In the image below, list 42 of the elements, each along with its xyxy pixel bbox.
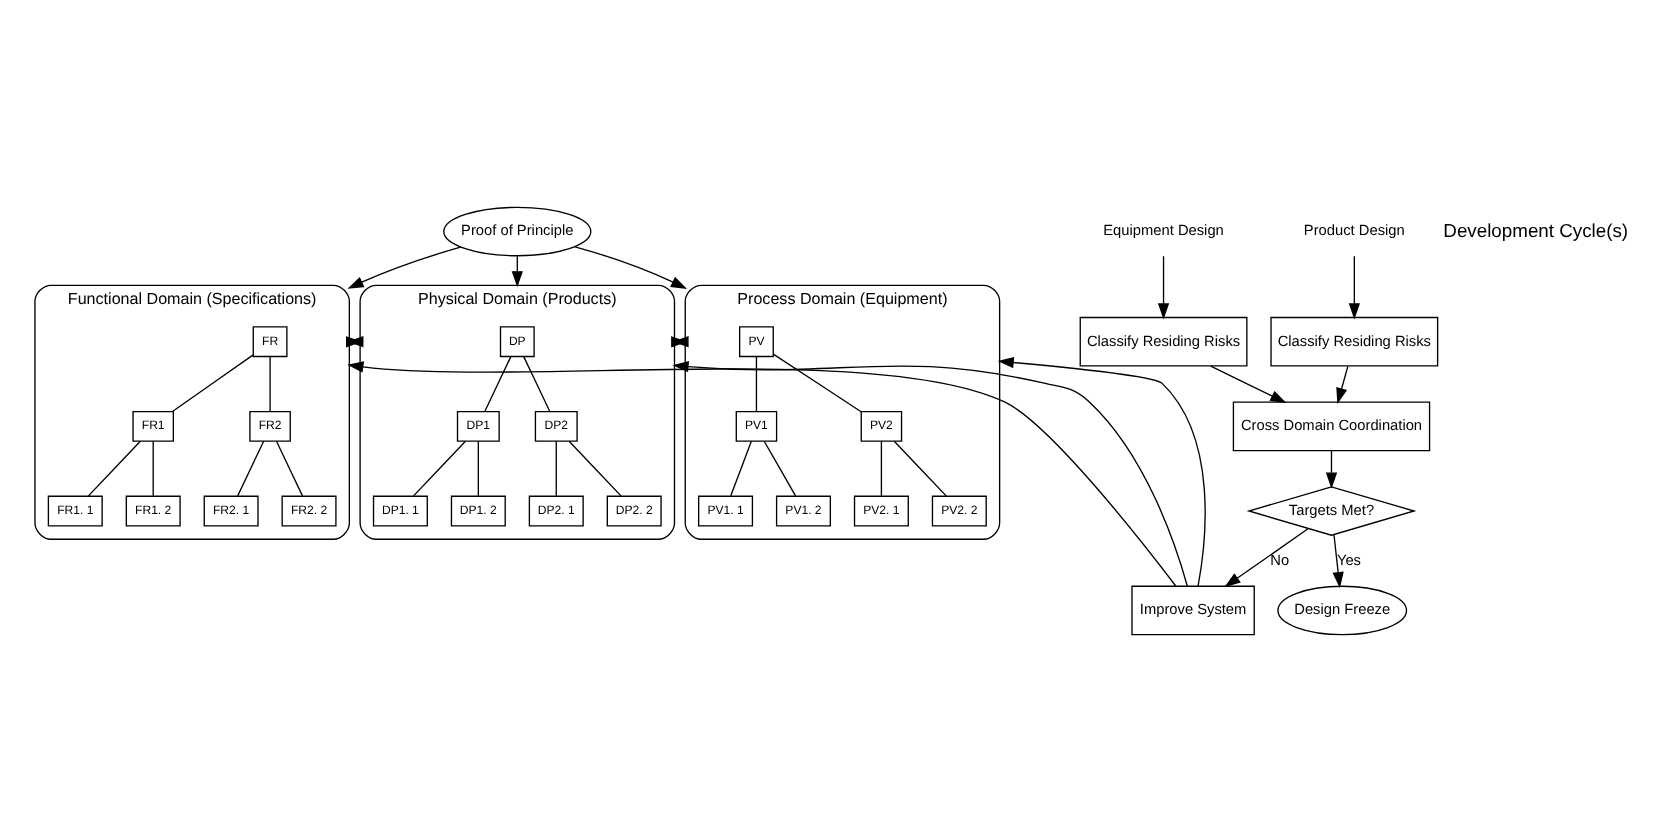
arrow xyxy=(1348,254,1360,319)
connector xyxy=(484,354,512,411)
connector xyxy=(477,439,479,496)
arrow xyxy=(997,355,1206,586)
arrow xyxy=(347,360,1177,586)
arrow xyxy=(1157,254,1170,319)
arrow xyxy=(1210,364,1287,403)
connector xyxy=(275,439,304,496)
connector xyxy=(755,354,758,411)
arrow xyxy=(574,245,688,288)
connector xyxy=(269,354,271,411)
edge-label: No xyxy=(1270,549,1290,568)
node-diamond: Targets Met? xyxy=(1246,485,1417,535)
connector xyxy=(893,439,947,496)
node-box: Classify Residing Risks xyxy=(1079,315,1248,366)
node-box: Classify Residing Risks xyxy=(1270,315,1439,366)
connector xyxy=(568,439,622,496)
node-ellipse: Design Freeze xyxy=(1277,584,1408,635)
connector xyxy=(880,439,883,496)
arrow xyxy=(1224,527,1309,587)
connector xyxy=(237,439,265,496)
connector xyxy=(152,439,154,496)
connector xyxy=(763,439,797,496)
edge-label: Yes xyxy=(1336,549,1361,568)
arrow xyxy=(1325,449,1338,488)
node-text: Equipment Design xyxy=(1103,220,1224,239)
node-box: Cross Domain Coordination xyxy=(1232,400,1431,451)
arrow xyxy=(347,245,462,288)
arrow xyxy=(1336,364,1349,403)
connector xyxy=(412,439,467,496)
connector xyxy=(772,352,862,412)
arrow xyxy=(1332,533,1344,588)
connector xyxy=(87,439,141,496)
connector xyxy=(523,354,551,411)
connector xyxy=(730,439,752,496)
connector xyxy=(171,353,254,412)
node-text: Product Design xyxy=(1303,220,1405,239)
node-box: Improve System xyxy=(1131,584,1255,635)
label: Development Cycle(s) xyxy=(1443,217,1629,240)
arrow xyxy=(672,360,1188,586)
connector xyxy=(555,439,557,496)
node-ellipse: Proof of Principle xyxy=(443,205,592,256)
